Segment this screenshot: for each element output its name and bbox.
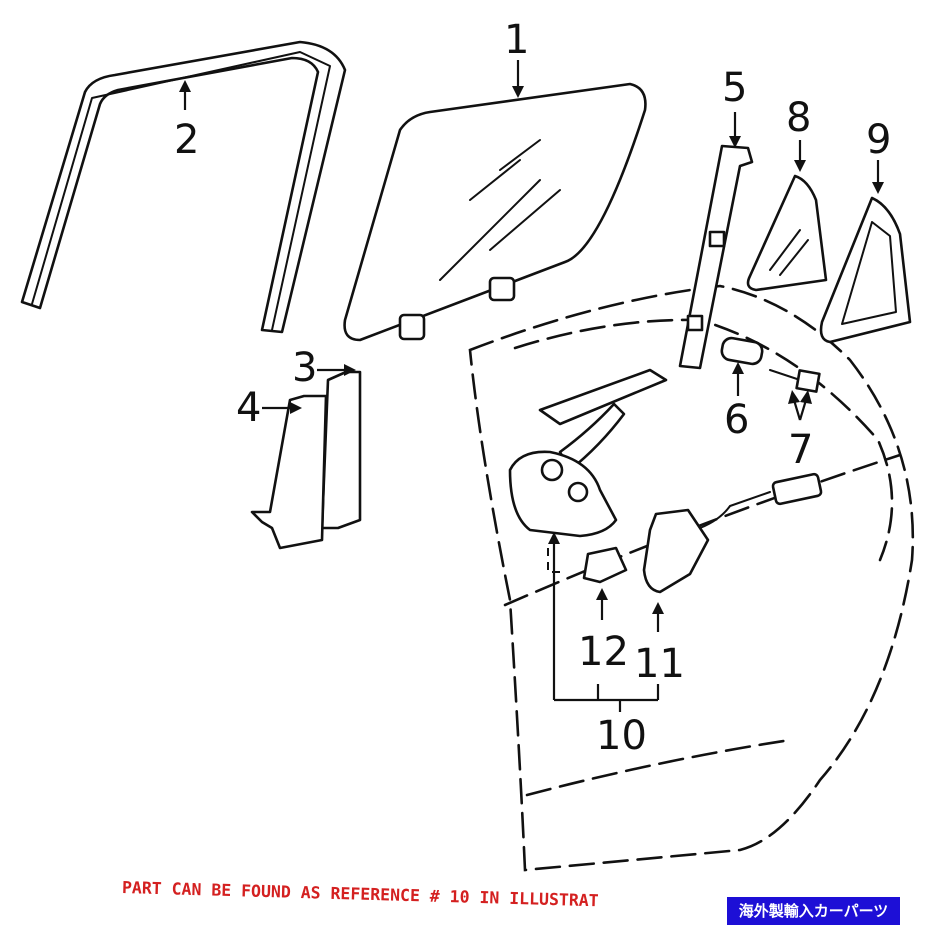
part-number-11: 11 [634, 641, 685, 687]
part-number-12: 12 [578, 629, 629, 675]
part-number-8: 8 [786, 95, 812, 141]
leader-lines [179, 60, 884, 712]
part-number-4: 4 [236, 385, 262, 431]
door-glass [343, 82, 647, 342]
division-channel [678, 144, 754, 370]
connector [582, 546, 628, 584]
quarter-glass-seal [819, 196, 912, 344]
part-number-2: 2 [174, 117, 200, 163]
part-number-1: 1 [504, 17, 530, 63]
run-channel [20, 40, 347, 334]
regulator-motor [642, 472, 823, 594]
part-number-3: 3 [292, 345, 318, 391]
part-number-10: 10 [596, 713, 647, 759]
bolt [769, 369, 821, 393]
part-number-7: 7 [788, 427, 814, 473]
grommet [720, 336, 764, 366]
part-number-5: 5 [722, 65, 748, 111]
door-outline [468, 284, 915, 872]
part-number-9: 9 [866, 117, 892, 163]
window-regulator [508, 368, 668, 538]
seller-badge: 海外製輸入カーパーツ [727, 897, 900, 925]
sash-channels [250, 370, 362, 550]
part-number-6: 6 [724, 397, 750, 443]
quarter-glass [746, 174, 828, 292]
